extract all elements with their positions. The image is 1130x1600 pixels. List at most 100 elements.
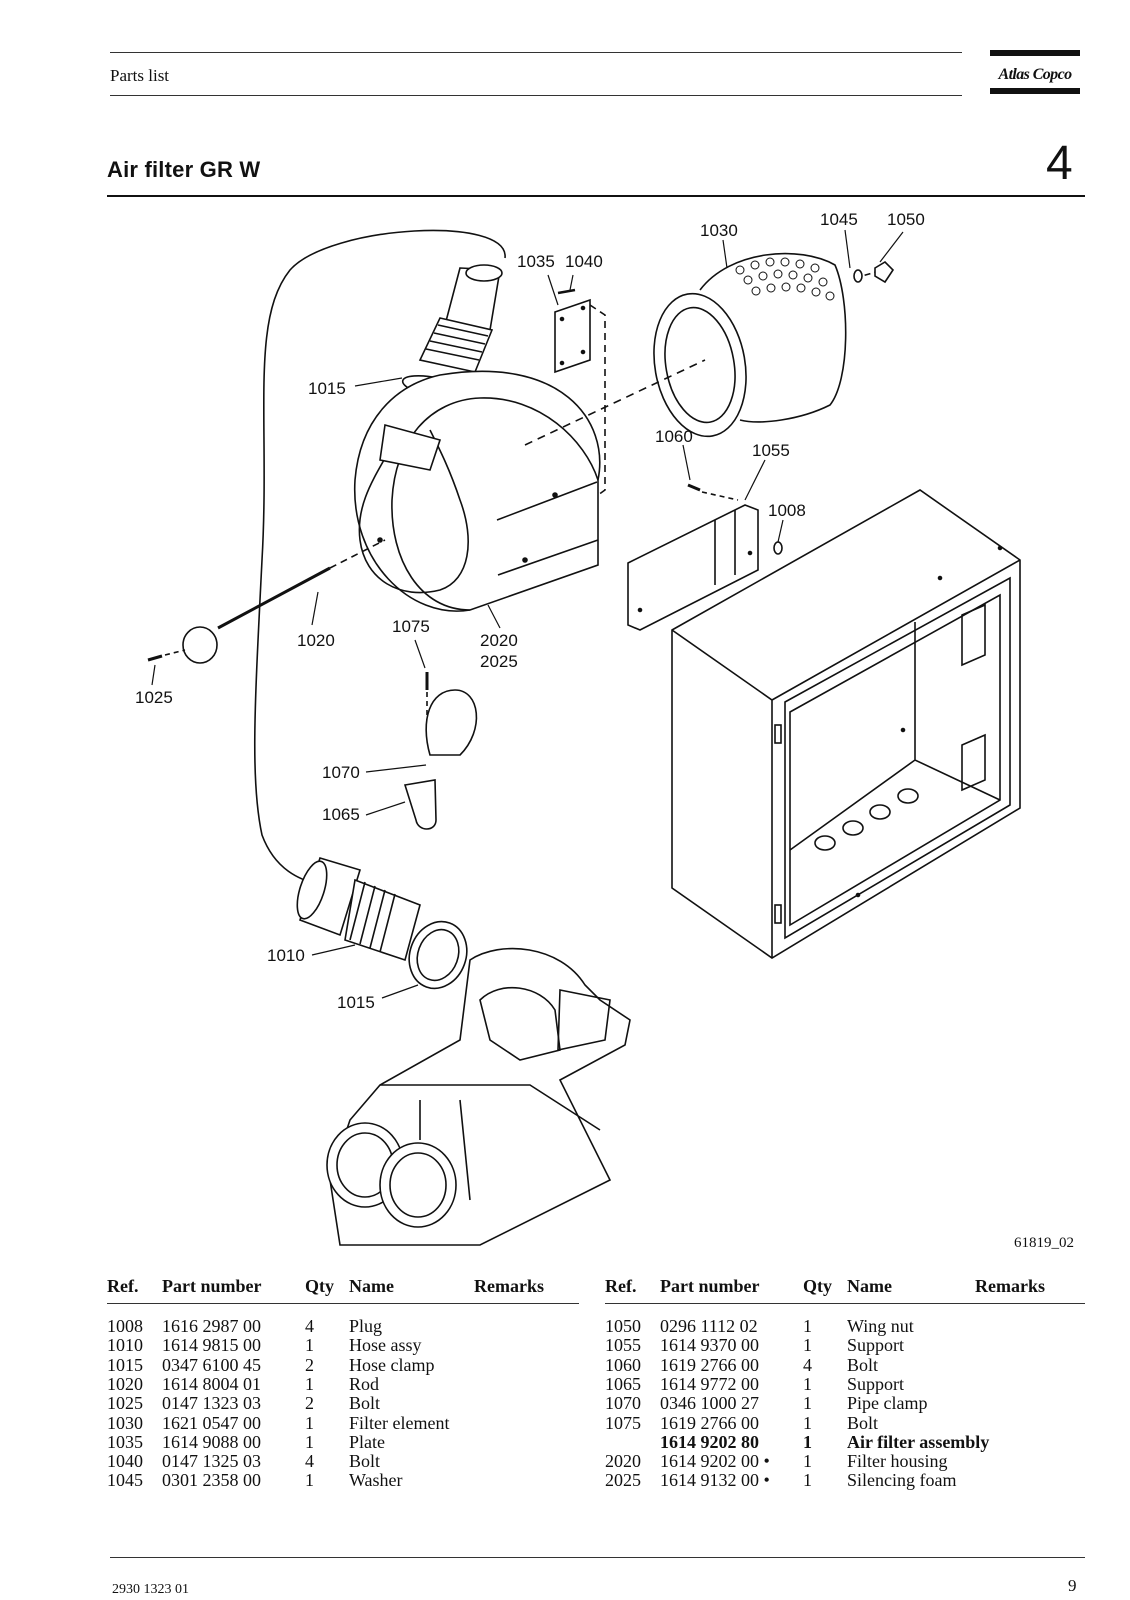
cell-part-number: 1614 9202 80	[660, 1431, 759, 1452]
compressor-block	[326, 947, 631, 1246]
cell-qty: 2	[305, 1393, 314, 1414]
cell-part-number: 0347 6100 45	[162, 1354, 261, 1375]
callout-1008: 1008	[768, 501, 806, 520]
cell-name: Wing nut	[847, 1316, 914, 1336]
cell-ref: 1010	[107, 1335, 143, 1356]
cell-name: Silencing foam	[847, 1470, 957, 1491]
cell-ref: 1065	[605, 1373, 641, 1394]
bolt-1025	[147, 654, 163, 662]
rod	[217, 566, 331, 630]
cell-part-number: 1616 2987 00	[162, 1316, 261, 1336]
cell-name: Plate	[349, 1431, 385, 1452]
cell-part-number: 1614 9088 00	[162, 1431, 261, 1452]
callout-1075: 1075	[392, 617, 430, 636]
exploded-parts-diagram: 1030 1045 1050 1035 1040 1015 1060 1055 …	[105, 200, 1085, 1260]
cell-qty: 1	[803, 1451, 812, 1472]
section-label: Parts list	[110, 66, 170, 85]
cell-ref: 1045	[107, 1470, 143, 1491]
callout-1065: 1065	[322, 805, 360, 824]
cell-name: Hose assy	[349, 1335, 422, 1356]
callout-1030: 1030	[700, 221, 738, 240]
callout-2020: 2020	[480, 631, 518, 650]
header-bottom-rule	[110, 95, 962, 96]
cabinet-box	[671, 489, 1021, 959]
cell-name: Rod	[349, 1373, 380, 1394]
table-header-rule	[107, 1303, 579, 1304]
support-1065	[403, 779, 437, 830]
callout-1070: 1070	[322, 763, 360, 782]
col-header-name: Name	[847, 1276, 892, 1296]
chapter-number: 4	[1046, 137, 1073, 190]
cell-qty: 2	[305, 1354, 314, 1375]
cell-name: Bolt	[349, 1393, 381, 1414]
filter-element	[653, 252, 847, 438]
col-header-qty: Qty	[305, 1276, 334, 1296]
axis-dash-line	[524, 359, 706, 446]
cell-qty: 1	[803, 1412, 812, 1433]
cell-part-number: 1621 0547 00	[162, 1412, 261, 1433]
col-header-name: Name	[349, 1276, 394, 1296]
cell-ref: 1060	[605, 1354, 641, 1375]
callout-1050: 1050	[887, 210, 925, 229]
col-header-remarks: Remarks	[474, 1276, 544, 1296]
top-hose-part	[418, 264, 503, 373]
cell-name: Bolt	[847, 1412, 879, 1433]
atlas-copco-logo: Atlas Copco	[990, 50, 1080, 94]
cell-name: Plug	[349, 1316, 383, 1336]
cell-part-number: 1614 9202 00 •	[660, 1451, 770, 1472]
cell-ref: 1035	[107, 1431, 143, 1452]
cell-qty: 1	[305, 1373, 314, 1394]
cell-part-number: 1619 2766 00	[660, 1412, 759, 1433]
page-title: Air filter GR W	[107, 157, 261, 182]
figure-id: 61819_02	[1014, 1235, 1074, 1251]
cell-ref: 2025	[605, 1470, 641, 1491]
cell-qty: 4	[305, 1451, 314, 1472]
callout-1015-lower: 1015	[337, 993, 375, 1012]
cell-qty: 4	[803, 1354, 812, 1375]
cell-part-number: 0346 1000 27	[660, 1393, 759, 1414]
header-top-rule	[110, 52, 962, 53]
lower-hose-clamp-inner	[416, 928, 460, 982]
cell-name: Bolt	[847, 1354, 879, 1375]
rod-disc	[182, 626, 218, 664]
cell-ref: 1030	[107, 1412, 143, 1433]
cell-ref: 1070	[605, 1393, 641, 1414]
callout-1020: 1020	[297, 631, 335, 650]
cell-ref: 1020	[107, 1373, 143, 1394]
cell-ref: 1040	[107, 1451, 143, 1472]
axis-dash-line	[329, 539, 386, 569]
filter-housing	[354, 370, 601, 612]
cell-part-number: 1614 9815 00	[162, 1335, 261, 1356]
callout-1010: 1010	[267, 946, 305, 965]
cell-ref: 1055	[605, 1335, 641, 1356]
document-number: 2930 1323 01	[112, 1582, 189, 1597]
cell-name: Pipe clamp	[847, 1393, 928, 1414]
pipe-clamp	[425, 689, 478, 756]
wing-nut	[874, 260, 895, 284]
cell-qty: 1	[803, 1316, 812, 1336]
cell-part-number: 1619 2766 00	[660, 1354, 759, 1375]
cell-ref: 1015	[107, 1354, 143, 1375]
col-header-qty: Qty	[803, 1276, 832, 1296]
cell-qty: 1	[305, 1470, 314, 1491]
col-header-ref: Ref.	[107, 1276, 139, 1296]
cell-part-number: 0147 1323 03	[162, 1393, 261, 1414]
col-header-remarks: Remarks	[975, 1276, 1045, 1296]
cell-part-number: 1614 9132 00 •	[660, 1470, 770, 1491]
hose-loop-line	[253, 229, 506, 886]
bottom-hose	[296, 857, 421, 962]
callout-1025: 1025	[135, 688, 173, 707]
callout-1015-upper: 1015	[308, 379, 346, 398]
cell-ref: 1075	[605, 1412, 641, 1433]
callout-2025: 2025	[480, 652, 518, 671]
svg-text:Atlas Copco: Atlas Copco	[998, 66, 1073, 83]
cell-part-number: 1614 9772 00	[660, 1373, 759, 1394]
cell-ref: 1025	[107, 1393, 143, 1414]
col-header-ref: Ref.	[605, 1276, 637, 1296]
cell-part-number: 0147 1325 03	[162, 1451, 261, 1472]
callout-1060: 1060	[655, 427, 693, 446]
footer-rule	[110, 1557, 1085, 1558]
cell-ref: 1050	[605, 1316, 641, 1336]
